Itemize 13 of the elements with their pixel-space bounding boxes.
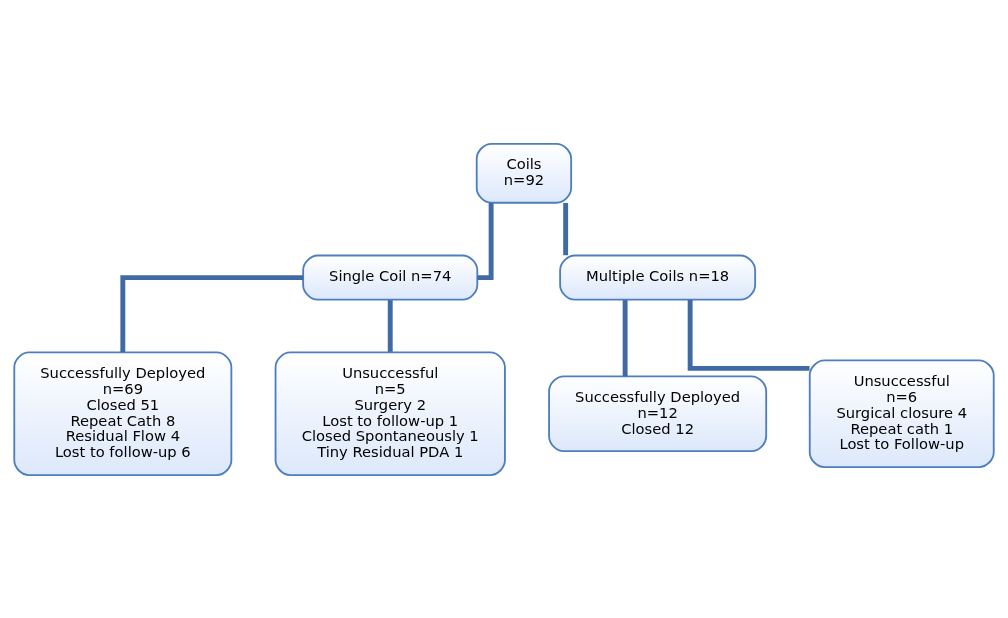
- connector: [477, 202, 494, 280]
- node-box: Single Coil n=74: [302, 254, 479, 301]
- connector: [387, 299, 393, 352]
- connector: [622, 299, 628, 376]
- node-box: Unsuccessful n=6 Surgical closure 4 Repeat cath 1 Lost to Follow-up: [808, 358, 995, 468]
- connector: [563, 202, 569, 255]
- node-box: Coils n=92: [475, 142, 573, 204]
- node-box: Multiple Coils n=18: [559, 254, 757, 301]
- connector: [687, 299, 810, 371]
- node-box: Successfully Deployed n=12 Closed 12: [548, 374, 768, 452]
- node-box: Unsuccessful n=5 Surgery 2 Lost to follow-up 1 Closed Spontaneously 1 Tiny Residual PDA 1: [274, 351, 506, 476]
- node-box: Successfully Deployed n=69 Closed 51 Repeat Cath 8 Residual Flow 4 Lost to follow-up 6: [13, 351, 233, 476]
- connector: [120, 274, 304, 352]
